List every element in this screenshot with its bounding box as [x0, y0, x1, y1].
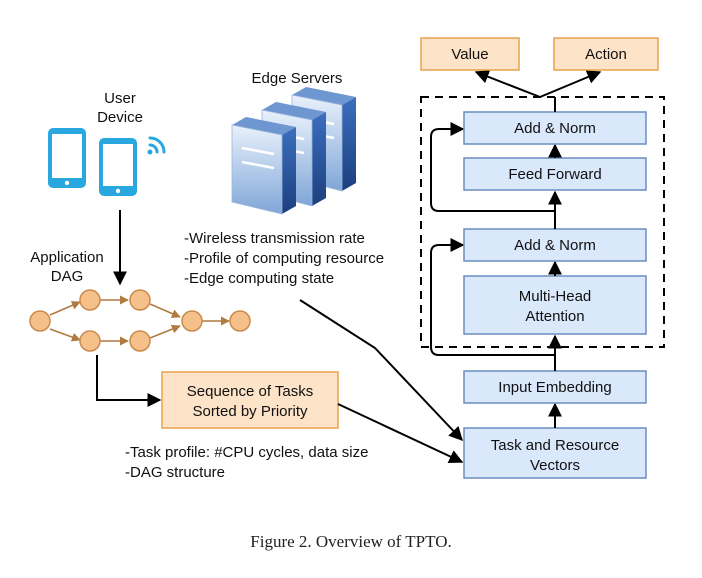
dag-node: [79, 330, 101, 352]
dag-edge: [149, 324, 181, 339]
dag-node: [181, 310, 203, 332]
user-device-label-line2: Device: [97, 109, 143, 126]
task-features-line1: -Task profile: #CPU cycles, data size: [125, 444, 368, 461]
add-norm-top-box: [463, 111, 647, 145]
arrow-dag-to-sequence: [96, 355, 162, 407]
dag-node: [129, 289, 151, 311]
sequence-of-tasks-line2: Sorted by Priority: [192, 403, 308, 420]
add-norm-top-label: Add & Norm: [514, 120, 596, 137]
multi-head-attention-line1: Multi-Head: [519, 288, 592, 305]
dag-node: [29, 310, 51, 332]
arrow-servers-to-vectors: [299, 299, 463, 442]
server-features-line3: -Edge computing state: [184, 270, 334, 287]
dag-edge: [149, 303, 181, 318]
edge-servers-label: Edge Servers: [252, 70, 343, 87]
dag-node: [79, 289, 101, 311]
application-dag-label-line1: Application: [30, 249, 103, 266]
task-resource-vectors-line1: Task and Resource: [491, 437, 619, 454]
dag-graph: [29, 289, 251, 352]
sequence-of-tasks-box: [161, 371, 339, 429]
arrow-sequence-to-vectors: [337, 403, 464, 464]
feed-forward-box: [463, 157, 647, 191]
server-features-line2: -Profile of computing resource: [184, 250, 384, 267]
transformer-block-dashed-frame: [420, 96, 665, 348]
residual-connection-attention: [430, 238, 555, 356]
residual-connection-feedforward: [430, 122, 555, 212]
dag-node: [229, 310, 251, 332]
arrow-to-value: [474, 70, 541, 98]
application-dag-label-line2: DAG: [51, 268, 84, 285]
wifi-icon: [147, 136, 166, 155]
dag-node: [129, 330, 151, 352]
dag-edge: [49, 301, 81, 316]
sequence-of-tasks-line1: Sequence of Tasks: [187, 383, 313, 400]
server-features-line1: -Wireless transmission rate: [184, 230, 365, 247]
multi-head-attention-box: [463, 275, 647, 335]
task-features-line2: -DAG structure: [125, 464, 225, 481]
phone-icon-left: [48, 128, 86, 188]
edge-servers-icon: [231, 87, 356, 215]
user-device-label-line1: User: [104, 90, 136, 107]
dag-edge: [49, 328, 81, 342]
feed-forward-label: Feed Forward: [508, 166, 601, 183]
value-label: Value: [451, 46, 488, 63]
task-resource-vectors-box: [463, 427, 647, 479]
action-box: [553, 37, 659, 71]
figure-caption: Figure 2. Overview of TPTO.: [250, 532, 452, 551]
action-label: Action: [585, 46, 627, 63]
multi-head-attention-line2: Attention: [525, 308, 584, 325]
input-embedding-label: Input Embedding: [498, 379, 611, 396]
phone-icon-right: [99, 138, 137, 196]
add-norm-bottom-label: Add & Norm: [514, 237, 596, 254]
task-resource-vectors-line2: Vectors: [530, 457, 580, 474]
value-box: [420, 37, 520, 71]
arrow-to-action: [539, 70, 602, 98]
